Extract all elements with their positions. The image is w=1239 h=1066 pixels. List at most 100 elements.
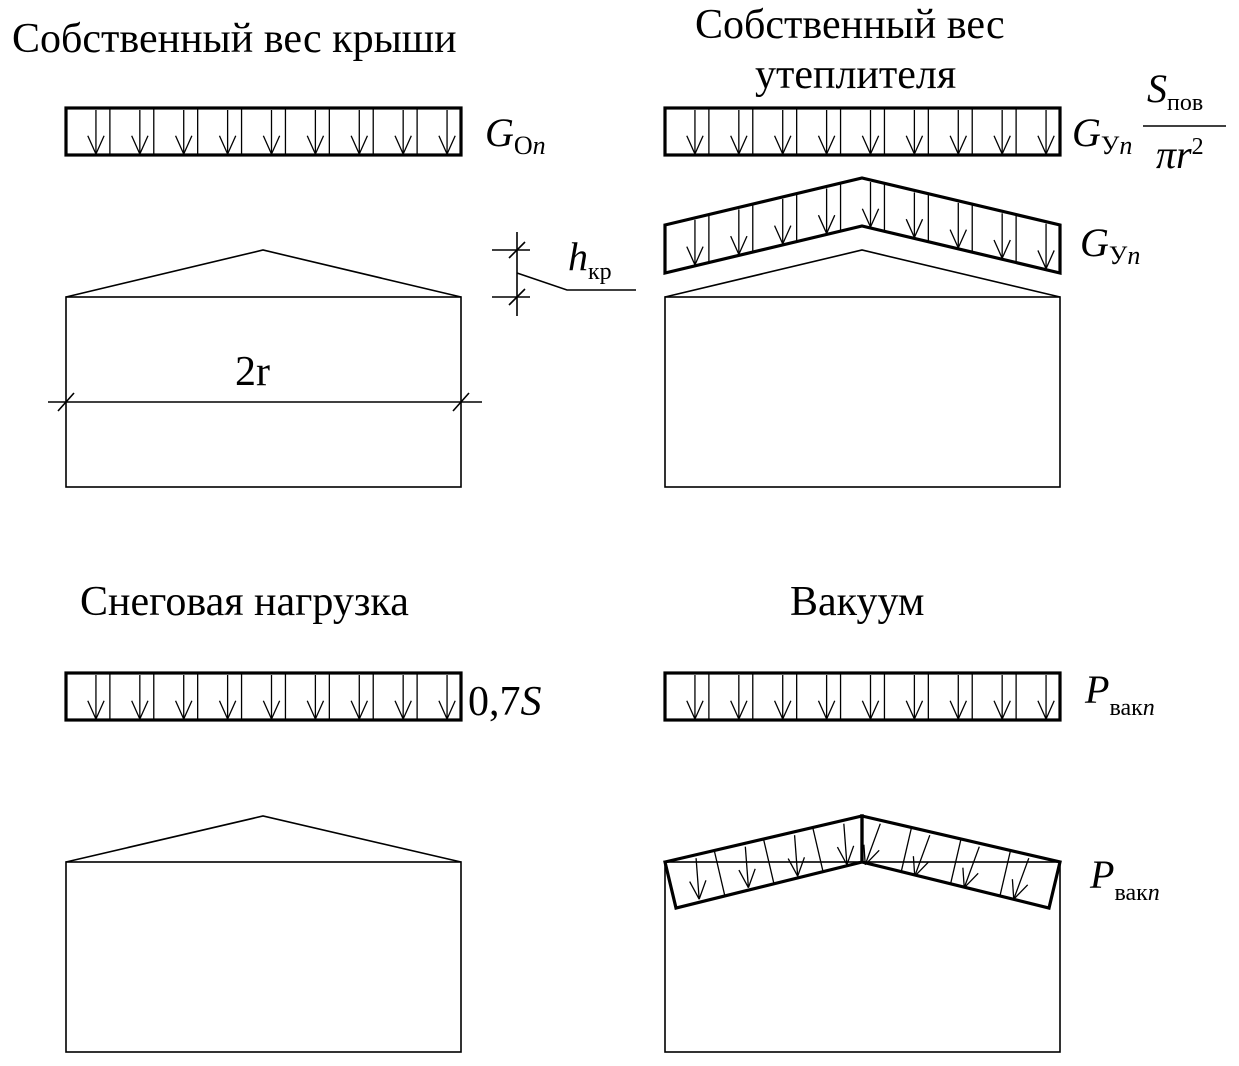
roof-height-dimension: hкр — [492, 232, 636, 316]
load-bar-frame — [64, 106, 463, 157]
height-label: hкр — [568, 234, 612, 285]
load-arrow — [730, 209, 748, 255]
load-arrow — [262, 110, 281, 155]
load-arrow — [1037, 675, 1055, 720]
load-arrow — [1037, 223, 1055, 269]
roof-load-arrows — [686, 182, 1055, 269]
load-arrow — [773, 675, 792, 720]
load-divider — [713, 850, 726, 896]
dimension-tick-right — [452, 392, 470, 412]
load-arrow — [174, 110, 193, 155]
height-leader — [516, 272, 636, 291]
area-ratio-fraction: Sпов πr2 — [1143, 66, 1226, 177]
vacuum-load-frame-right — [860, 813, 1062, 910]
load-arrow — [993, 675, 1011, 720]
uniform-load-bar — [64, 106, 463, 157]
load-arrows — [87, 673, 456, 720]
load-arrows — [87, 108, 456, 155]
load-arrow — [836, 823, 855, 865]
load-arrow — [1011, 857, 1030, 900]
load-arrow — [686, 675, 704, 720]
load-arrow — [949, 110, 968, 155]
roof-load-frame — [663, 176, 1062, 276]
load-arrow — [949, 675, 968, 720]
load-arrow — [905, 110, 924, 155]
load-arrow — [773, 110, 792, 155]
uniform-load-bar — [663, 671, 1062, 722]
panel-vacuum: Вакуум Pвакn Pвакn — [663, 579, 1160, 1053]
panel-insulation-weight: Собственный вес утеплителя GУn Sпов πr2 … — [663, 2, 1226, 488]
panel-title-insulation-line1: Собственный вес — [695, 2, 1005, 48]
tank-outline — [65, 815, 462, 1053]
load-arrow — [218, 110, 237, 155]
load-arrows — [686, 673, 1055, 720]
load-arrow — [394, 110, 412, 155]
load-label-vacuum: Pвакn — [1084, 667, 1155, 721]
load-label-snow: 0,7S — [468, 679, 542, 725]
vacuum-load-arrows — [689, 823, 1030, 900]
load-arrows — [686, 108, 1055, 155]
load-arrow — [817, 188, 836, 234]
load-arrow — [438, 675, 456, 720]
uniform-load-bar — [64, 671, 463, 722]
load-bar-frame — [663, 106, 1062, 157]
load-arrow — [730, 110, 748, 155]
roof-load-label-vacuum: Pвакn — [1089, 852, 1160, 906]
fraction-denominator: πr2 — [1156, 132, 1204, 177]
load-arrow — [686, 110, 704, 155]
load-arrow — [262, 675, 281, 720]
load-arrow — [438, 110, 456, 155]
load-bar-frame — [663, 671, 1062, 722]
load-arrow — [1037, 110, 1055, 155]
load-arrow — [861, 182, 880, 228]
load-arrow — [787, 835, 806, 877]
panel-title-snow: Снеговая нагрузка — [80, 579, 409, 625]
load-arrow — [817, 675, 836, 720]
load-arrow — [863, 823, 881, 866]
load-arrow — [306, 675, 325, 720]
load-divider — [999, 850, 1012, 896]
roof-outline — [65, 249, 462, 298]
load-arrow — [905, 675, 924, 720]
panel-title-insulation-line2: утеплителя — [755, 52, 956, 98]
load-arrow — [306, 110, 325, 155]
panel-snow-load: Снеговая нагрузка 0,7S — [64, 579, 542, 1053]
load-bar-frame — [64, 671, 463, 722]
load-arrow — [87, 675, 105, 720]
load-arrow — [738, 846, 756, 888]
load-arrow — [730, 675, 748, 720]
load-arrow — [131, 675, 149, 720]
load-arrow — [773, 198, 792, 245]
tank-body — [65, 296, 462, 488]
load-arrow — [350, 675, 369, 720]
tank-outline — [65, 249, 462, 488]
roof-load-band — [663, 176, 1062, 276]
load-arrow — [962, 846, 980, 889]
load-arrow — [993, 110, 1011, 155]
load-arrow — [861, 675, 880, 720]
height-tick-bottom — [508, 288, 526, 306]
vacuum-roof-load — [663, 813, 1062, 910]
load-arrow — [350, 110, 369, 155]
panel-title-roof-weight: Собственный вес крыши — [12, 16, 457, 62]
load-arrow — [817, 110, 836, 155]
tank-body — [664, 296, 1061, 488]
load-arrow — [689, 858, 707, 900]
load-label-roof-weight: GОn — [485, 110, 546, 160]
load-arrow — [993, 213, 1011, 259]
load-arrow — [131, 110, 149, 155]
load-arrow — [905, 192, 924, 238]
load-divider — [900, 827, 913, 873]
roof-load-label-insulation: GУn — [1080, 220, 1140, 270]
load-arrow — [218, 675, 237, 720]
load-divider — [762, 838, 775, 884]
tank-outline — [664, 249, 1061, 488]
load-divider — [949, 838, 962, 884]
load-arrow — [861, 110, 880, 155]
panel-roof-weight: Собственный вес крыши GОn 2r hкр — [12, 16, 636, 488]
panel-title-vacuum: Вакуум — [790, 579, 925, 625]
load-arrow — [87, 110, 105, 155]
diameter-label: 2r — [235, 349, 270, 395]
